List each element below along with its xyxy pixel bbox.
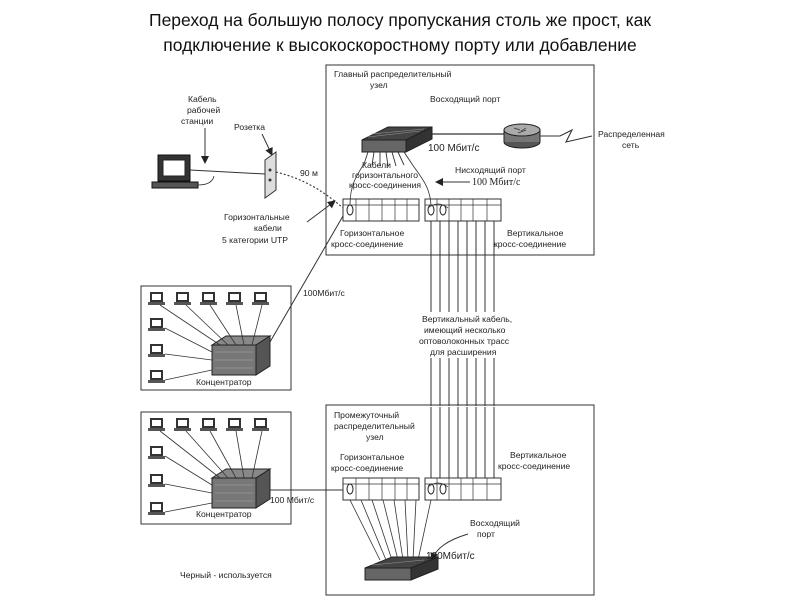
wan-link xyxy=(540,128,593,143)
inter-node-label-3: узел xyxy=(366,432,384,442)
hub-group-2: Концентратор 100 Мбит/с xyxy=(140,411,343,525)
main-switch-icon xyxy=(361,126,433,153)
vertical-cable-label-3: оптоволоконных трасс xyxy=(419,336,510,346)
distance-label: 90 м xyxy=(300,168,318,178)
hub2-link-speed: 100 Мбит/с xyxy=(270,495,315,505)
hub-group-1-box xyxy=(140,285,292,391)
horizontal-cross-connect-panel-b xyxy=(342,477,420,501)
vertical-cc-b-label-2: кросс-соединение xyxy=(498,461,570,471)
horizontal-cables-label-1: Горизонтальные xyxy=(224,212,290,222)
vertical-cross-connect-panel-b xyxy=(424,477,502,501)
intermediate-node-box xyxy=(325,404,595,596)
hcc-cables-label-1: Кабели xyxy=(362,160,391,170)
vertical-cc-b-label-1: Вертикальное xyxy=(510,450,567,460)
hub1-cables xyxy=(159,304,263,381)
ws-to-socket-cable xyxy=(189,169,266,175)
title-line-2: подключение к высокоскоростному порту ил… xyxy=(163,35,637,55)
downlink-port-label: Нисходящий порт xyxy=(455,165,526,175)
distributed-net-label-1: Распределенная xyxy=(598,129,665,139)
main-distribution-node: Главный распределительный узел Восходящи… xyxy=(325,64,665,256)
vertical-cable-label-1: Вертикальный кабель, xyxy=(422,314,512,324)
uplink-speed-label: 100 Мбит/с xyxy=(428,142,479,154)
inter-node-label-2: распределительный xyxy=(334,421,415,431)
hub-1-label: Концентратор xyxy=(196,377,252,387)
hcc-cables-label-2: горизонтального xyxy=(352,170,418,180)
socket-arrow xyxy=(261,133,273,156)
vertical-cable-label-4: для расширения xyxy=(430,347,497,357)
vertical-cc-label-1: Вертикальное xyxy=(507,228,564,238)
socket-label: Розетка xyxy=(234,122,265,132)
vertical-cross-connect-panel xyxy=(424,198,502,222)
ws-cable-label-3: станции xyxy=(181,116,213,126)
hub-2-icon xyxy=(210,468,272,509)
intermediate-distribution-node: Промежуточный распределительный узел Гор… xyxy=(325,404,595,596)
vertical-cc-label-2: кросс-соединение xyxy=(494,239,566,249)
horizontal-cables-arrow xyxy=(306,200,336,223)
downlink-speed-label: 100 Мбит/с xyxy=(472,177,521,188)
distributed-net-label-2: сеть xyxy=(622,140,640,150)
router-icon xyxy=(503,123,541,149)
horizontal-cables-label-3: 5 категории UTP xyxy=(222,235,288,245)
hub-1-icon xyxy=(210,335,272,376)
uplink-b-label-2: порт xyxy=(477,529,495,539)
uplink-b-speed: 100Мбит/с xyxy=(426,550,475,562)
vertical-cable-label-2: имеющий несколько xyxy=(424,325,506,335)
workstation-computer-icon xyxy=(151,154,215,189)
hub1-uplink xyxy=(269,215,344,343)
horizontal-cables-label-2: кабели xyxy=(254,223,282,233)
switch-to-panel-cables xyxy=(349,163,432,206)
horizontal-cc-label-1: Горизонтальное xyxy=(340,228,404,238)
horizontal-cc-b-label-1: Горизонтальное xyxy=(340,452,404,462)
hub1-link-speed: 100Мбит/с xyxy=(303,288,346,298)
title-line-1: Переход на большую полосу пропускания ст… xyxy=(148,10,652,30)
hub1-computers xyxy=(148,292,269,383)
intermediate-fan-cables xyxy=(349,499,432,561)
main-node-label-2: узел xyxy=(370,80,388,90)
horizontal-utp-cable xyxy=(275,171,344,209)
workstation-area: Кабель рабочей станции Розетка 90 м Гори… xyxy=(151,94,344,245)
uplink-b-label-1: Восходящий xyxy=(470,518,520,528)
hub2-cables xyxy=(159,430,263,513)
intermediate-switch-icon xyxy=(364,556,439,581)
ws-cable-label-2: рабочей xyxy=(187,105,220,115)
horizontal-cc-label-2: кросс-соединение xyxy=(331,239,403,249)
hcc-cables-label-3: кросс-соединения xyxy=(349,180,421,190)
horizontal-cc-b-label-2: кросс-соединение xyxy=(331,463,403,473)
inter-node-label-1: Промежуточный xyxy=(334,410,399,420)
uplink-b-arrow xyxy=(430,533,469,561)
main-node-box xyxy=(325,64,595,256)
main-node-label-1: Главный распределительный xyxy=(334,69,452,79)
wall-socket-icon xyxy=(264,151,277,199)
hub-2-label: Концентратор xyxy=(196,509,252,519)
vertical-cable-label-bg xyxy=(420,312,518,358)
horizontal-cross-connect-panel xyxy=(342,198,420,222)
uplink-port-label: Восходящий порт xyxy=(430,94,500,104)
slide-title: Переход на большую полосу пропускания ст… xyxy=(0,8,800,58)
hub2-computers xyxy=(148,418,269,515)
hub-group-2-box xyxy=(140,411,292,525)
ws-cable-label-1: Кабель xyxy=(188,94,217,104)
switch-drop-cables xyxy=(363,151,413,167)
hub-group-1: Концентратор 100Мбит/с xyxy=(140,215,346,391)
legend-note: Черный - используется xyxy=(180,570,272,580)
